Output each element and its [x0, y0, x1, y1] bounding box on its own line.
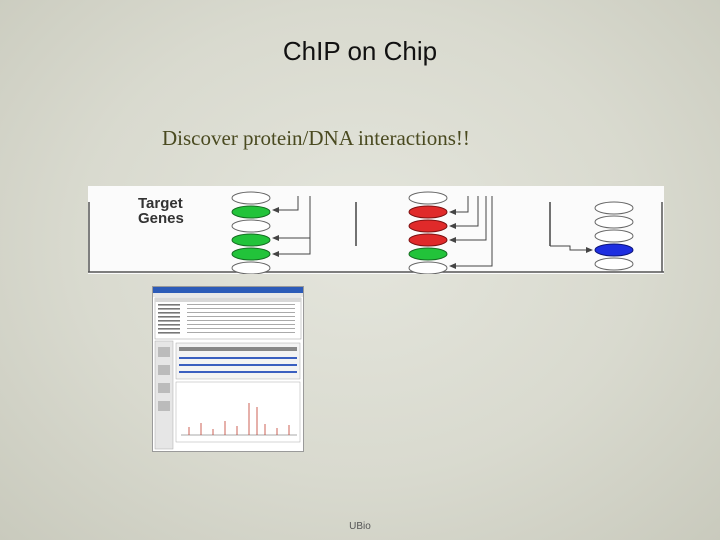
arrowhead: [272, 251, 279, 257]
arrowhead: [272, 235, 279, 241]
software-window: [153, 287, 303, 450]
gene-group-3: [550, 201, 634, 271]
table-row: [158, 312, 180, 314]
arrowhead: [272, 207, 279, 213]
gene-oval: [408, 247, 448, 261]
software-screenshot: [152, 286, 304, 452]
window-titlebar: [153, 287, 303, 293]
table-cells: [187, 312, 295, 313]
gene-oval: [408, 219, 448, 233]
tool-button: [158, 401, 170, 411]
arrow-line: [276, 196, 311, 239]
arrow-line: [453, 196, 479, 227]
table-row: [158, 320, 180, 322]
table-cells: [187, 304, 295, 305]
gene-oval: [231, 205, 271, 219]
gene-oval: [594, 243, 634, 257]
target-genes-diagram: Target Genes: [88, 186, 664, 274]
arrowhead: [449, 209, 456, 215]
gene-track: [179, 371, 297, 373]
arrowhead: [586, 247, 593, 253]
table-header: [155, 298, 301, 302]
diagram-canvas: Target Genes: [88, 191, 664, 274]
gene-oval: [594, 257, 634, 271]
gene-oval: [408, 205, 448, 219]
gene-oval: [231, 261, 271, 274]
slide-subtitle: Discover protein/DNA interactions!!: [162, 126, 470, 150]
gene-track: [179, 364, 297, 366]
arrow-line: [550, 245, 588, 251]
table-row: [158, 308, 180, 310]
gene-oval: [594, 229, 634, 243]
gene-oval: [594, 201, 634, 215]
tool-button: [158, 383, 170, 393]
table-row: [158, 332, 180, 334]
table-cells: [187, 320, 295, 321]
gene-oval: [408, 233, 448, 247]
gene-group-1: [231, 191, 311, 274]
diagram-label-target: Target: [138, 195, 183, 212]
arrow-line: [453, 196, 469, 213]
arrow-line: [276, 238, 311, 255]
arrowhead: [449, 223, 456, 229]
gene-oval: [231, 247, 271, 261]
gene-oval: [594, 215, 634, 229]
table-row: [158, 328, 180, 330]
gene-oval: [231, 219, 271, 233]
table-row: [158, 316, 180, 318]
table-row: [158, 304, 180, 306]
arrow-line: [453, 196, 493, 267]
arrow-line: [453, 196, 487, 241]
gene-oval: [231, 191, 271, 205]
gene-group-2: [408, 191, 493, 274]
tool-button: [158, 347, 170, 357]
table-cells: [187, 328, 295, 329]
slide-title: ChIP on Chip: [282, 36, 438, 66]
tool-button: [158, 365, 170, 375]
table-cells: [187, 316, 295, 317]
diagram-label-genes: Genes: [138, 210, 184, 227]
chromosome-bar: [179, 347, 297, 351]
window-menubar: [153, 293, 303, 297]
table-row: [158, 324, 180, 326]
gene-track: [179, 357, 297, 359]
table-cells: [187, 324, 295, 325]
footer-logo: UBio: [349, 521, 371, 532]
tool-panel: [154, 340, 174, 450]
signal-plot: [175, 381, 301, 443]
arrowhead: [449, 263, 456, 269]
arrow-line: [276, 196, 299, 211]
arrowhead: [449, 237, 456, 243]
table-cells: [187, 332, 295, 333]
gene-oval: [408, 261, 448, 274]
table-cells: [187, 308, 295, 309]
gene-oval: [231, 233, 271, 247]
gene-oval: [408, 191, 448, 205]
